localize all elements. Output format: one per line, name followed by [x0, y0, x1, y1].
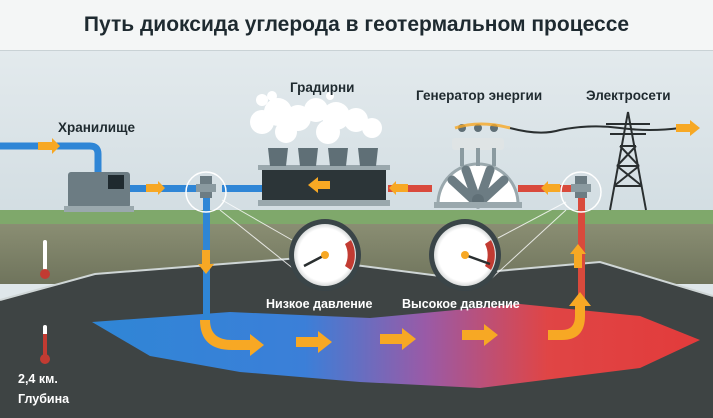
- label-low-pressure: Низкое давление: [266, 297, 373, 311]
- pressure-gauge-icon: [289, 219, 361, 291]
- steam-clouds: [250, 91, 382, 144]
- power-line-glow: [454, 122, 511, 130]
- storage-tank-icon: [64, 172, 134, 212]
- label-depth-value: 2,4 км.: [18, 372, 58, 386]
- arrow-reservoir-3: [380, 328, 416, 350]
- arrow-hot-right: [541, 181, 560, 195]
- label-grid: Электросети: [586, 88, 671, 103]
- arrow-to-tank: [146, 181, 165, 195]
- arrow-storage-in: [38, 138, 60, 154]
- flow-arrows: [38, 120, 700, 356]
- callout-lines: [219, 199, 567, 279]
- arrow-grid: [676, 120, 700, 136]
- arrow-reservoir-4: [462, 324, 498, 346]
- label-storage: Хранилище: [58, 120, 135, 135]
- arrow-reservoir-1: [200, 320, 264, 356]
- label-high-pressure: Высокое давление: [402, 297, 520, 311]
- page-title: Путь диоксида углерода в геотермальном п…: [83, 13, 630, 36]
- arrow-hot-left: [389, 181, 408, 195]
- label-depth: Глубина: [18, 392, 70, 406]
- arrow-down: [198, 250, 214, 274]
- label-cooling-towers: Градирни: [290, 80, 355, 95]
- thermometer-icon: [40, 240, 50, 279]
- valve-icon: [185, 171, 227, 213]
- reservoir: [92, 304, 700, 388]
- arrow-up: [570, 244, 586, 268]
- turbine-generator-icon: [434, 124, 522, 209]
- power-line: [509, 125, 681, 134]
- thermometer-icon: [40, 325, 50, 364]
- arrow-reservoir-5: [548, 292, 591, 340]
- label-generator: Генератор энергии: [416, 88, 543, 103]
- valve-icon: [560, 171, 602, 213]
- cooling-tower-icon: [258, 148, 390, 206]
- title-bar: [0, 0, 713, 51]
- pressure-gauge-icon: [429, 219, 501, 291]
- arrow-reservoir-2: [296, 331, 332, 353]
- arrow-cooling: [308, 177, 330, 193]
- grass-strip: [0, 210, 713, 224]
- rock-line: [0, 256, 713, 301]
- power-pylon-icon: [606, 111, 650, 211]
